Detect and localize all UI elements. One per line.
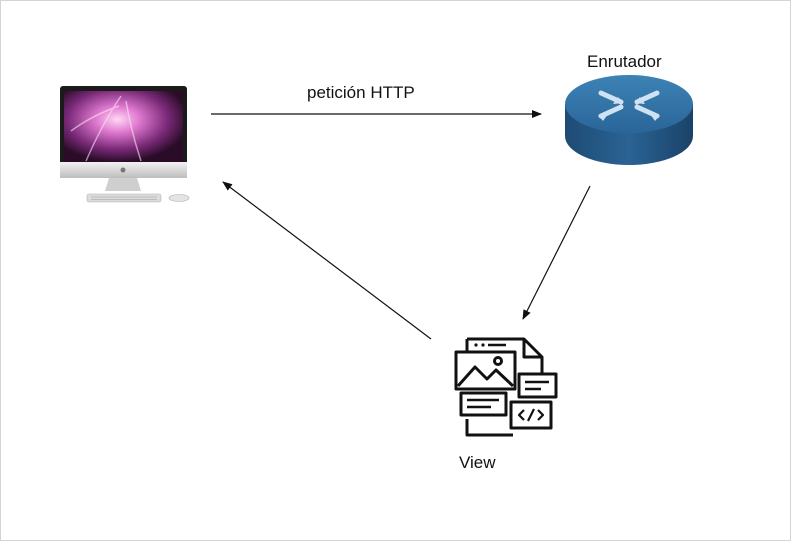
request-label: petición HTTP xyxy=(307,83,415,102)
router-to-view-arrow xyxy=(522,185,591,320)
computer-icon xyxy=(60,86,190,203)
view-label: View xyxy=(459,453,496,472)
router-label: Enrutador xyxy=(587,52,662,71)
view-to-computer-arrow xyxy=(222,181,432,340)
view-icon xyxy=(454,337,558,437)
router-icon xyxy=(565,75,693,165)
